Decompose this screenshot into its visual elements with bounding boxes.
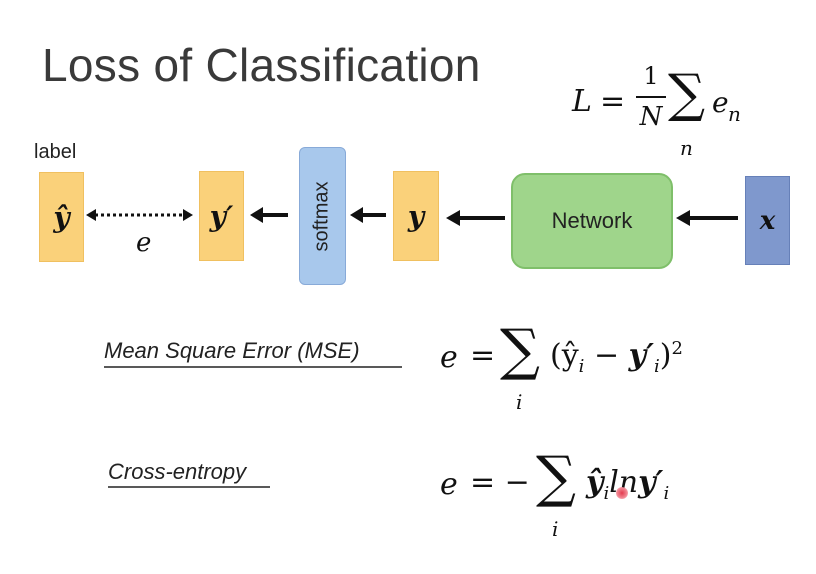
mse-sup: 2 — [671, 338, 683, 359]
y-hat-symbol: ŷ — [53, 200, 70, 234]
arrow-head-yprime — [250, 207, 263, 223]
ce-sub-i2: i — [663, 483, 670, 504]
mse-open: (ŷ — [550, 338, 579, 373]
loss-eq: = — [600, 84, 626, 119]
ce-y-hat: ŷ — [586, 465, 604, 500]
loss-formula: L = 1 N ∑ n e n — [572, 62, 762, 162]
y-prime-box: y′ — [199, 171, 244, 261]
mse-sub-i: i — [578, 356, 585, 377]
error-symbol: e — [136, 228, 152, 258]
loss-numerator: 1 — [643, 62, 659, 90]
mse-name: Mean Square Error (MSE) — [104, 338, 360, 363]
mse-expression: (ŷi − y′i)2 — [550, 338, 683, 377]
input-box: x — [745, 176, 790, 265]
network-box: Network — [511, 173, 673, 269]
ce-sum-symbol: ∑ — [536, 445, 576, 510]
y-prime-symbol: y′ — [209, 199, 234, 233]
mse-minus: − — [584, 338, 629, 373]
label-box: ŷ — [39, 172, 84, 262]
mse-lhs: e — [440, 340, 458, 375]
mse-sum-symbol: ∑ — [500, 318, 540, 383]
pointer-dot — [616, 487, 628, 499]
ce-expression: ŷilny′i — [586, 465, 669, 504]
loss-denominator: N — [639, 102, 663, 132]
mse-close: ) — [659, 338, 672, 373]
ce-lhs: e — [440, 467, 458, 502]
loss-lhs: L — [572, 84, 592, 119]
label-text: label — [34, 141, 77, 163]
loss-term-subscript: n — [728, 102, 741, 126]
mse-y-prime: y′ — [628, 338, 654, 373]
mse-eq: = — [470, 338, 496, 373]
softmax-box: softmax — [299, 147, 346, 285]
ce-y-prime: y′ — [638, 465, 664, 500]
mse-sub-i2: i — [653, 356, 660, 377]
ce-sub-i: i — [603, 483, 610, 504]
page-title: Loss of Classification — [42, 39, 481, 91]
x-symbol: x — [759, 205, 776, 236]
sum-subscript: n — [680, 136, 693, 160]
mse-sum-subscript: i — [516, 390, 523, 414]
mse-formula: e = ∑ i (ŷi − y′i)2 — [440, 318, 710, 418]
sum-symbol: ∑ — [668, 64, 706, 124]
network-label: Network — [551, 208, 633, 233]
dotted-arrow-left-head — [86, 209, 96, 221]
y-box: y — [393, 171, 439, 261]
ce-formula: e = − ∑ i ŷilny′i — [440, 445, 700, 545]
dotted-arrow-right-head — [183, 209, 193, 221]
arrow-head-network — [676, 210, 690, 226]
arrow-head-softmax — [350, 207, 363, 223]
y-symbol: y — [407, 199, 425, 233]
fraction-bar — [636, 96, 666, 98]
ce-eq: = − — [470, 465, 530, 500]
loss-term: e — [712, 86, 729, 119]
ce-sum-subscript: i — [552, 517, 559, 541]
arrow-head-y — [446, 210, 460, 226]
ce-name: Cross-entropy — [108, 459, 247, 484]
